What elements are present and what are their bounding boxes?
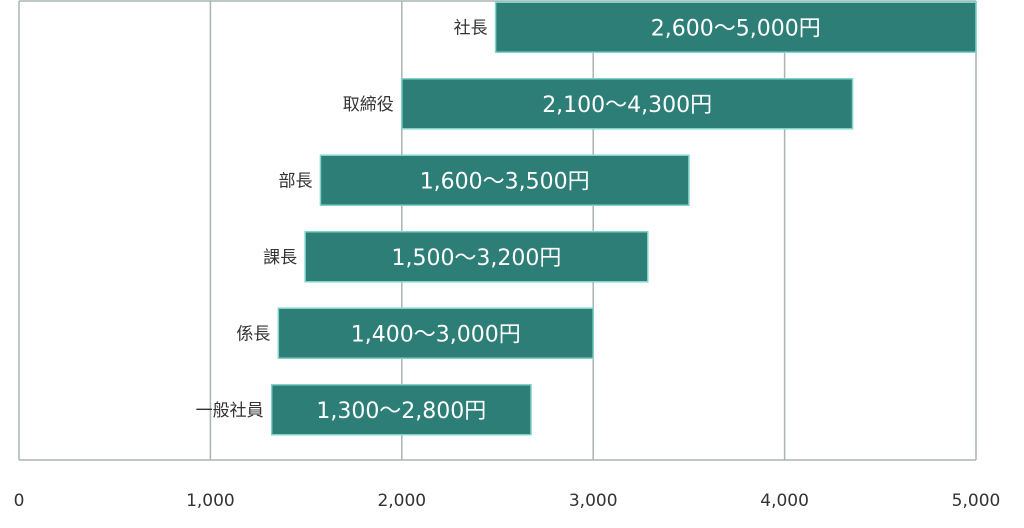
range-bar <box>494 1 977 53</box>
data-label: 1,600〜3,500円 <box>420 169 590 194</box>
range-bar <box>401 78 854 130</box>
data-label: 2,100〜4,300円 <box>542 93 712 118</box>
category-label: 部長 <box>278 171 312 191</box>
data-label: 2,600〜5,000円 <box>651 16 821 41</box>
data-label: 1,300〜2,800円 <box>316 399 486 424</box>
range-bar <box>277 307 594 359</box>
x-tick-label: 3,000 <box>569 491 618 511</box>
x-tick-label: 5,000 <box>952 491 1001 511</box>
category-label: 社長 <box>454 18 488 38</box>
category-label: 課長 <box>263 248 297 268</box>
x-tick-label: 4,000 <box>760 491 809 511</box>
category-label: 一般社員 <box>196 401 264 421</box>
data-label: 1,500〜3,200円 <box>391 246 561 271</box>
category-label: 取締役 <box>343 95 394 115</box>
range-bar <box>270 384 532 436</box>
range-bar <box>319 154 690 206</box>
x-tick-label: 0 <box>14 491 25 511</box>
data-label: 1,400〜3,000円 <box>351 322 521 347</box>
range-bar <box>304 231 649 283</box>
x-tick-label: 1,000 <box>186 491 235 511</box>
category-label: 係長 <box>236 324 270 344</box>
x-tick-label: 2,000 <box>377 491 426 511</box>
